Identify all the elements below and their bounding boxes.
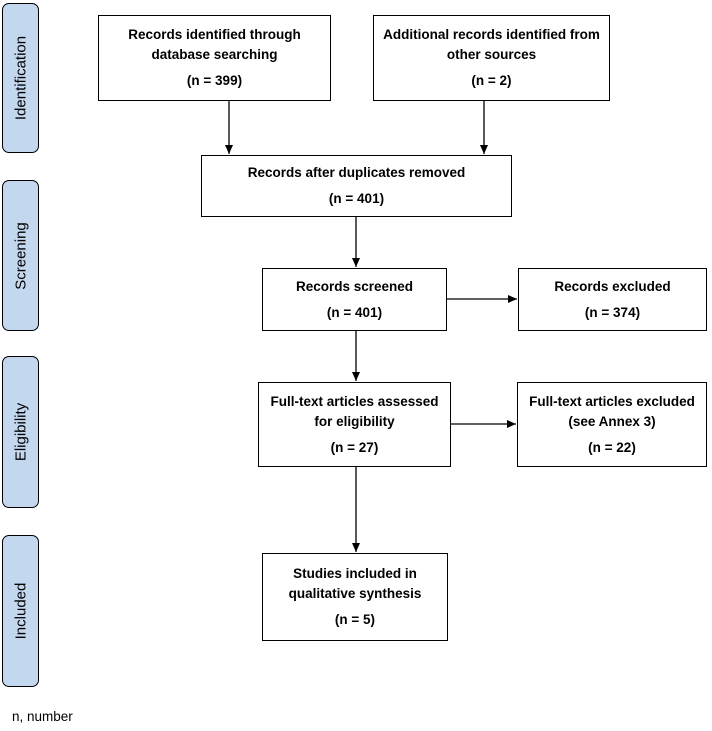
box-after-duplicates: Records after duplicates removed (n = 40… [201,155,512,217]
box-database-searching-line1: Records identified through [128,27,301,42]
box-fulltext-excluded-count: (n = 22) [588,439,636,455]
phase-screening: Screening [2,180,39,331]
box-database-searching-count: (n = 399) [186,73,243,88]
box-fulltext-excluded-line1: Full-text articles excluded [529,393,695,409]
box-after-duplicates-count: (n = 401) [328,191,385,206]
box-records-excluded-line1: Records excluded [554,278,671,294]
box-fulltext-assessed-line1: Full-text articles assessed [270,393,439,409]
box-fulltext-excluded: Full-text articles excluded (see Annex 3… [517,382,707,467]
box-database-searching: Records identified through database sear… [98,15,331,101]
box-fulltext-assessed: Full-text articles assessed for eligibil… [258,382,451,467]
box-records-screened: Records screened (n = 401) [262,268,447,331]
box-records-screened-count: (n = 401) [326,304,383,320]
box-other-sources: Additional records identified from other… [373,15,610,101]
box-fulltext-excluded-line2: (see Annex 3) [568,413,656,429]
phase-identification: Identification [2,3,39,153]
box-studies-included: Studies included in qualitative synthesi… [262,553,448,641]
phase-included: Included [2,535,39,687]
footnote: n, number [12,709,73,724]
box-other-sources-count: (n = 2) [471,73,512,88]
box-other-sources-line2: other sources [446,47,537,62]
box-records-excluded-count: (n = 374) [584,304,641,320]
box-after-duplicates-line1: Records after duplicates removed [247,165,466,180]
box-records-excluded: Records excluded (n = 374) [518,268,707,331]
box-fulltext-assessed-line2: for eligibility [314,413,395,429]
box-fulltext-assessed-count: (n = 27) [330,439,379,455]
box-studies-included-line2: qualitative synthesis [288,586,422,601]
box-studies-included-line1: Studies included in [293,566,417,581]
box-records-screened-line1: Records screened [295,278,414,294]
box-studies-included-count: (n = 5) [334,612,376,627]
phase-eligibility: Eligibility [2,356,39,508]
box-database-searching-line2: database searching [151,47,278,62]
box-other-sources-line1: Additional records identified from [383,27,600,42]
